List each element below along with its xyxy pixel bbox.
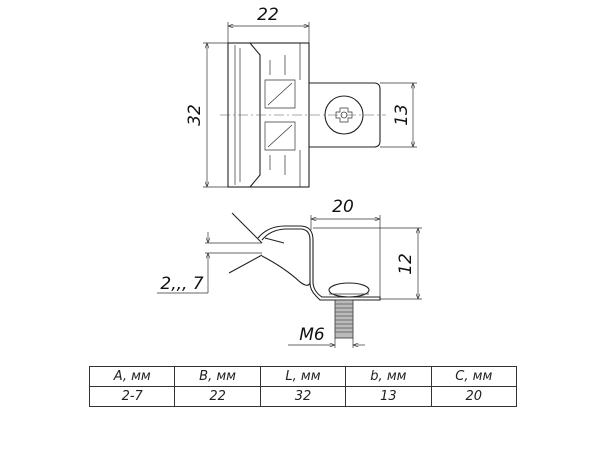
spring-tab-upper [264,79,296,109]
value-cell: 2-7 [88,386,176,407]
header-cell: B, мм [174,366,261,387]
value-cell: 13 [345,386,432,407]
lower-prong [228,254,263,274]
header-cell: C, мм [430,366,518,387]
clip-profile [257,225,381,301]
dim-length-label: 32 [185,104,205,126]
table-row: 2-7 22 32 13 20 [88,386,518,407]
dim-thread-label: M6 [299,325,325,345]
header-cell: b, мм [345,366,432,387]
dim-range-label: 2,,, 7 [160,274,203,294]
top-view: 22 32 13 [185,5,417,188]
screw-thread [334,299,354,339]
upper-prong [231,212,263,244]
header-cell: L, мм [259,366,347,387]
mounting-tab [309,82,381,148]
side-view: 20 12 2,,, 7 M6 [157,197,422,348]
dim-width-label: 22 [257,5,279,25]
value-cell: 20 [430,386,518,407]
dim-tab-label: 13 [392,104,412,126]
dim-height-label: 12 [396,253,416,275]
phillips-cross-icon [335,107,353,123]
screw-head-side [328,282,370,298]
table-header-row: A, мм B, мм L, мм b, мм C, мм [88,366,518,387]
dimensions-table: A, мм B, мм L, мм b, мм C, мм 2-7 22 32 … [88,366,518,407]
spring-tab-lower [264,121,296,151]
dim-flange-label: 20 [332,197,354,217]
value-cell: 32 [259,386,347,407]
value-cell: 22 [174,386,261,407]
header-cell: A, мм [88,366,176,387]
